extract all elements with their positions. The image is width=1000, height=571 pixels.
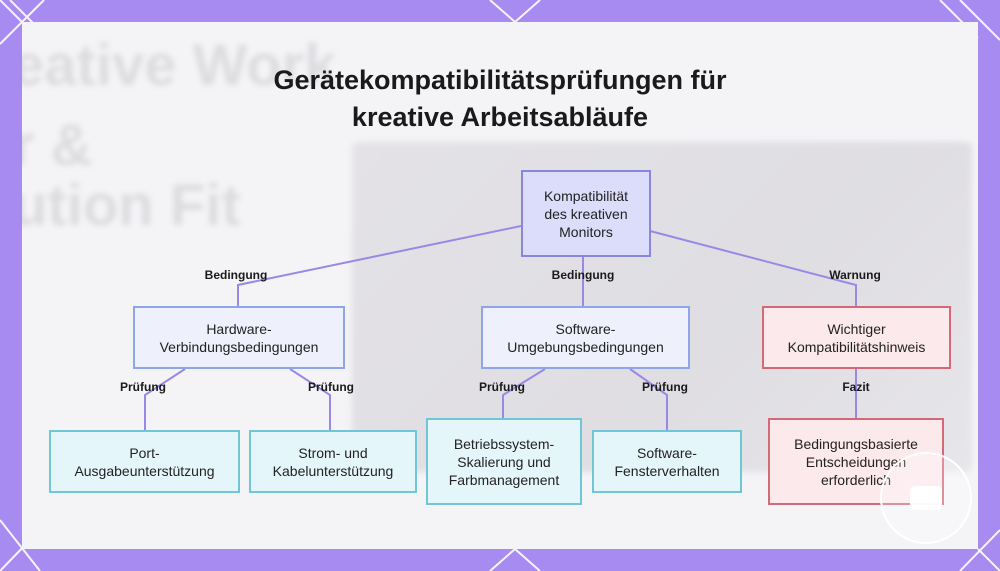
edge-label: Bedingung [551, 268, 615, 282]
chat-icon [910, 486, 942, 510]
node-port: Port- Ausgabeunterstützung [49, 430, 240, 493]
node-power: Strom- und Kabelunterstützung [249, 430, 417, 493]
edge-label: Warnung [829, 268, 881, 282]
connector-hardware-power [289, 368, 331, 430]
background-text-line: r & [22, 113, 93, 178]
node-root: Kompatibilität des kreativen Monitors [521, 170, 651, 257]
connector-software-os [502, 368, 546, 418]
diagram-title-line: Gerätekompatibilitätsprüfungen für [273, 65, 727, 95]
connector-hardware-port [144, 368, 186, 430]
diagram-title: Gerätekompatibilitätsprüfungen für kreat… [0, 62, 1000, 136]
node-window: Software- Fensterverhalten [592, 430, 742, 493]
node-hardware: Hardware- Verbindungsbedingungen [133, 306, 345, 369]
background-text-line: ution Fit [22, 173, 241, 238]
edge-label: Fazit [842, 380, 870, 394]
connector-software-window [629, 368, 668, 430]
node-os: Betriebssystem- Skalierung und Farbmanag… [426, 418, 582, 505]
edge-label: Prüfung [308, 380, 354, 394]
edge-label: Prüfung [479, 380, 525, 394]
edge-label: Prüfung [642, 380, 688, 394]
node-warning: Wichtiger Kompatibilitätshinweis [762, 306, 951, 369]
diagram-title-line: kreative Arbeitsabläufe [351, 102, 649, 132]
edge-label: Prüfung [120, 380, 166, 394]
edge-label: Bedingung [204, 268, 268, 282]
chat-button[interactable] [880, 452, 972, 544]
node-software: Software- Umgebungsbedingungen [481, 306, 690, 369]
background-text-line: eative Work [22, 33, 337, 98]
connector-root-warning [649, 230, 857, 306]
connector-root-hardware [237, 225, 522, 306]
